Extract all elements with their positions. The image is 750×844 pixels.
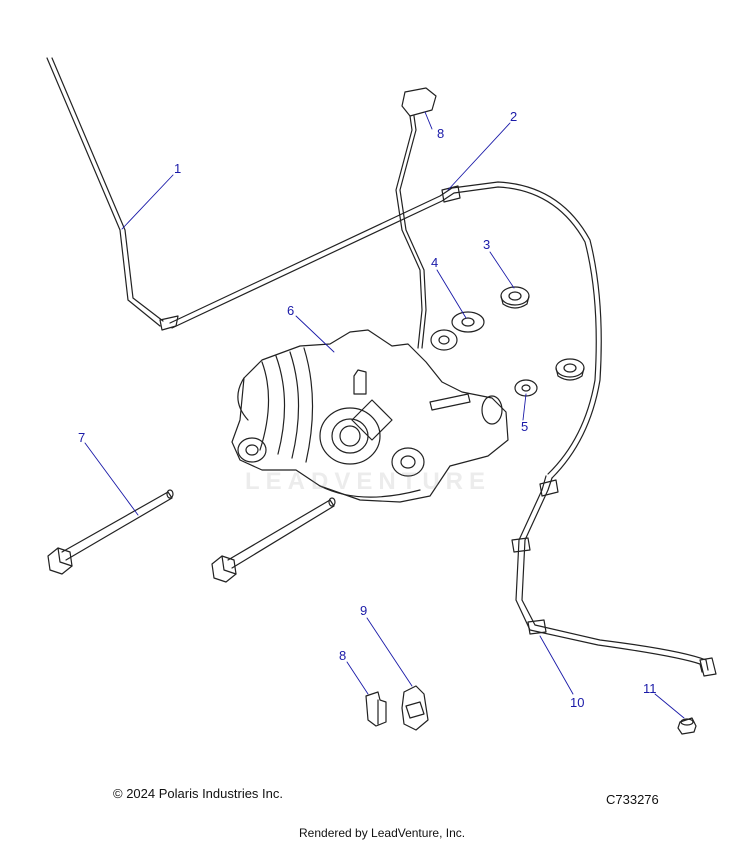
callout-4[interactable]: 4 bbox=[431, 255, 439, 270]
bolt-7-left bbox=[47, 489, 174, 575]
washer-4 bbox=[451, 311, 485, 333]
callout-1[interactable]: 1 bbox=[174, 161, 182, 176]
bushing-3 bbox=[500, 286, 530, 309]
callout-10[interactable]: 10 bbox=[570, 695, 585, 710]
bushing-4b bbox=[430, 329, 458, 351]
watermark-text: LEADVENTURE bbox=[245, 468, 492, 495]
bolt-7-right bbox=[211, 497, 336, 583]
clip-8-bottom bbox=[365, 691, 387, 727]
callout-6[interactable]: 6 bbox=[287, 303, 295, 318]
callout-11[interactable]: 11 bbox=[643, 681, 657, 696]
diagram-code: C733276 bbox=[606, 792, 659, 807]
gearcase-6 bbox=[231, 329, 509, 503]
callout-3[interactable]: 3 bbox=[483, 237, 491, 252]
bushing-5a bbox=[555, 358, 585, 381]
vent-tube-10 bbox=[511, 475, 717, 677]
vent-tube-2 bbox=[169, 181, 602, 479]
callout-9[interactable]: 9 bbox=[360, 603, 368, 618]
leader-lines bbox=[84, 111, 685, 719]
sensor-8-top bbox=[395, 87, 437, 349]
cap-11 bbox=[677, 717, 697, 735]
rendered-by-text: Rendered by LeadVenture, Inc. bbox=[299, 826, 466, 840]
callout-7[interactable]: 7 bbox=[78, 430, 86, 445]
callout-8-bottom[interactable]: 8 bbox=[339, 648, 347, 663]
callout-2[interactable]: 2 bbox=[510, 109, 518, 124]
callout-8-top[interactable]: 8 bbox=[437, 126, 445, 141]
clip-9 bbox=[401, 685, 429, 731]
callout-5[interactable]: 5 bbox=[521, 419, 529, 434]
copyright-text: © 2024 Polaris Industries Inc. bbox=[113, 786, 283, 801]
vent-tube-1 bbox=[46, 57, 179, 331]
